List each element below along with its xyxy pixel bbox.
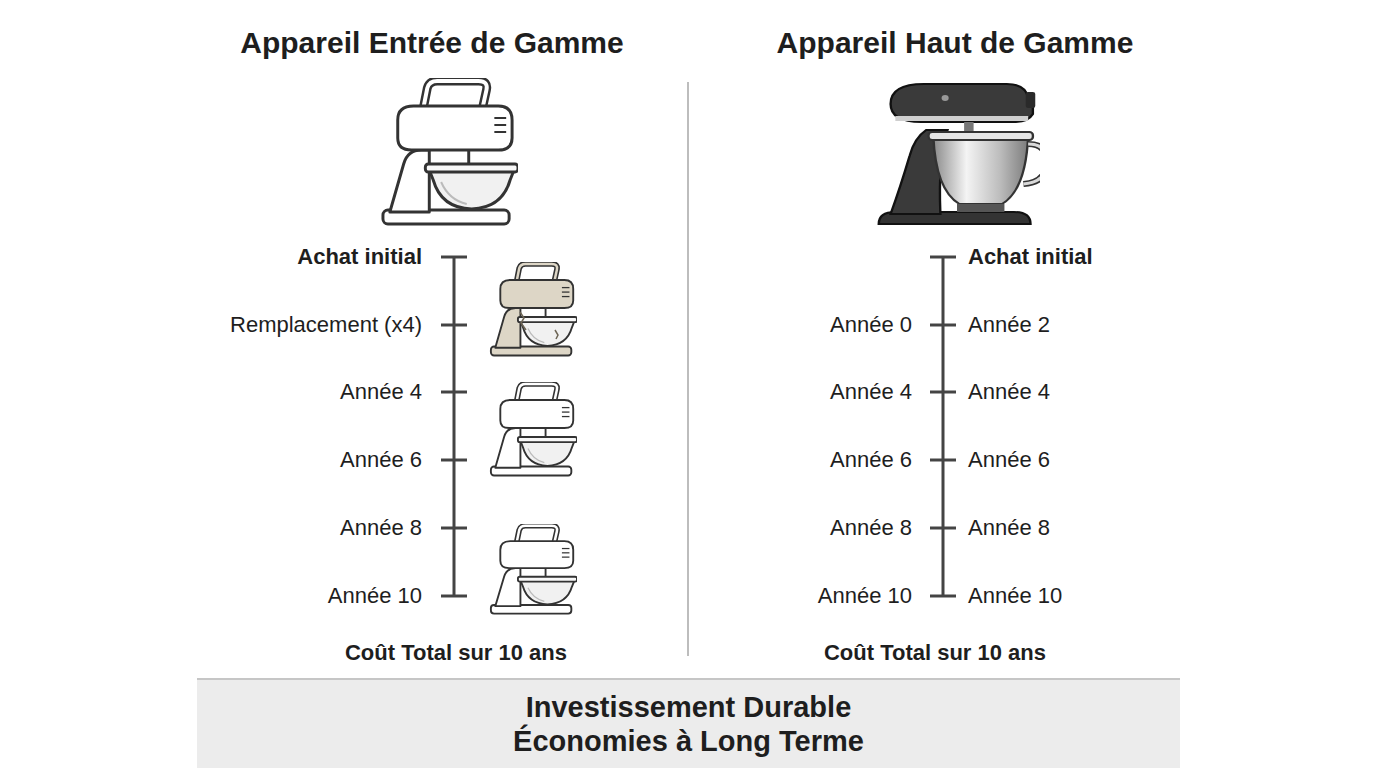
entry-mixer [383,81,518,224]
timeline-label: Année 4 [968,379,1050,404]
timeline-label: Année 8 [830,515,912,540]
replacement-mixer [491,526,577,614]
timeline-label: Année 10 [968,583,1062,608]
column-heading: Appareil Haut de Gamme [777,26,1134,61]
worn-mixer [491,264,577,356]
summary-band: Investissement DurableÉconomies à Long T… [197,678,1180,768]
total-label: Coût Total sur 10 ans [824,640,1046,665]
timeline-label: Année 4 [340,379,422,404]
premium-mixer [879,84,1047,224]
timeline-label: Année 2 [968,312,1050,337]
crack [555,330,558,339]
band-text: Économies à Long Terme [513,724,864,758]
timeline-label: Remplacement (x4) [230,312,422,337]
column-heading: Appareil Entrée de Gamme [240,26,623,61]
timeline-label: Année 6 [968,447,1050,472]
timeline-left [441,257,467,596]
timeline-right [930,257,956,596]
crack [520,312,526,330]
timeline-label: Année 6 [340,447,422,472]
timeline-label: Achat initial [968,244,1093,269]
timeline-label: Achat initial [297,244,422,269]
band-text: Investissement Durable [526,690,852,724]
timeline-label: Année 8 [968,515,1050,540]
timeline-label: Année 10 [328,583,422,608]
total-label: Coût Total sur 10 ans [345,640,567,665]
divider [687,82,689,656]
timeline-label: Année 8 [340,515,422,540]
timeline-label: Année 6 [830,447,912,472]
timeline-label: Année 0 [830,312,912,337]
timeline-label: Année 10 [818,583,912,608]
timeline-label: Année 4 [830,379,912,404]
replacement-mixer [491,384,577,476]
